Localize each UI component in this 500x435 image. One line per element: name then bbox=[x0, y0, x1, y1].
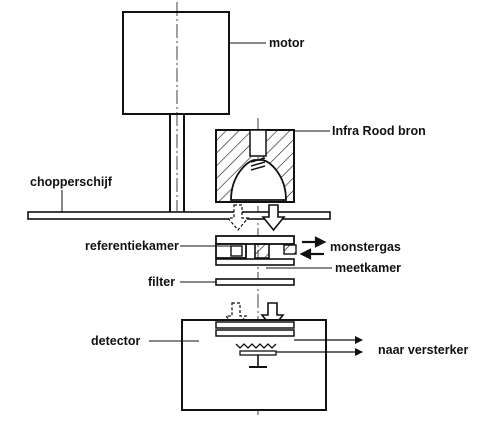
detector-membrane bbox=[235, 343, 277, 349]
reference-chamber bbox=[230, 245, 243, 257]
measurement-beam-arrow bbox=[261, 204, 286, 232]
leader-lines bbox=[61, 42, 332, 342]
filament bbox=[250, 157, 266, 171]
ir-source bbox=[215, 129, 295, 203]
detector bbox=[181, 319, 327, 411]
label-measuring-chamber: meetkamer bbox=[335, 261, 401, 275]
label-motor: motor bbox=[269, 36, 305, 50]
optical-filter bbox=[215, 278, 295, 286]
measuring-chamber bbox=[254, 243, 270, 259]
motor-shaft bbox=[169, 114, 185, 212]
label-amplifier: naar versterker bbox=[378, 343, 468, 357]
motor bbox=[122, 2, 230, 216]
label-chopper: chopperschijf bbox=[30, 175, 113, 189]
chopper-disk bbox=[27, 211, 331, 220]
amplifier-output-arrow bbox=[276, 336, 363, 356]
reference-beam-arrow bbox=[226, 204, 250, 231]
gas-cell bbox=[215, 235, 297, 266]
label-ir-source: Infra Rood bron bbox=[332, 124, 426, 138]
sample-gas-arrows bbox=[299, 236, 327, 260]
label-filter: filter bbox=[148, 275, 175, 289]
label-sample-gas: monstergas bbox=[330, 240, 401, 254]
label-detector: detector bbox=[91, 334, 140, 348]
label-reference-chamber: referentiekamer bbox=[85, 239, 179, 253]
